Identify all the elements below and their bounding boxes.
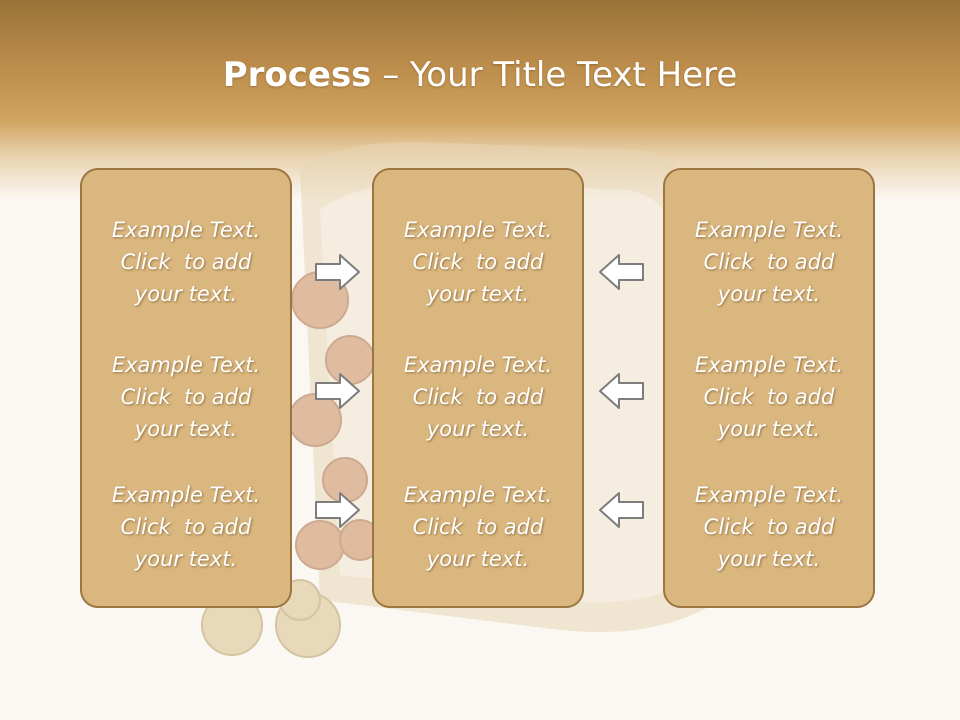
arrow-left-icon[interactable] xyxy=(597,371,645,411)
title-rest: – Your Title Text Here xyxy=(371,55,738,95)
arrow-left-icon[interactable] xyxy=(597,490,645,530)
text-item[interactable]: Example Text. Click to add your text. xyxy=(403,218,553,306)
text-item[interactable]: Example Text. Click to add your text. xyxy=(111,218,261,306)
arrow-right-icon[interactable] xyxy=(314,252,362,292)
title-strong: Process xyxy=(222,55,372,95)
text-item[interactable]: Example Text. Click to add your text. xyxy=(694,218,844,306)
text-item[interactable]: Example Text. Click to add your text. xyxy=(403,483,553,571)
text-item[interactable]: Example Text. Click to add your text. xyxy=(111,353,261,441)
arrow-right-icon[interactable] xyxy=(314,490,362,530)
process-box-left[interactable]: Example Text. Click to add your text. Ex… xyxy=(80,168,292,608)
arrow-right-icon[interactable] xyxy=(314,371,362,411)
slide-title[interactable]: Process – Your Title Text Here xyxy=(0,52,960,98)
process-box-center[interactable]: Example Text. Click to add your text. Ex… xyxy=(372,168,584,608)
arrow-left-icon[interactable] xyxy=(597,252,645,292)
text-item[interactable]: Example Text. Click to add your text. xyxy=(111,483,261,571)
text-item[interactable]: Example Text. Click to add your text. xyxy=(403,353,553,441)
text-item[interactable]: Example Text. Click to add your text. xyxy=(694,483,844,571)
process-box-right[interactable]: Example Text. Click to add your text. Ex… xyxy=(663,168,875,608)
text-item[interactable]: Example Text. Click to add your text. xyxy=(694,353,844,441)
